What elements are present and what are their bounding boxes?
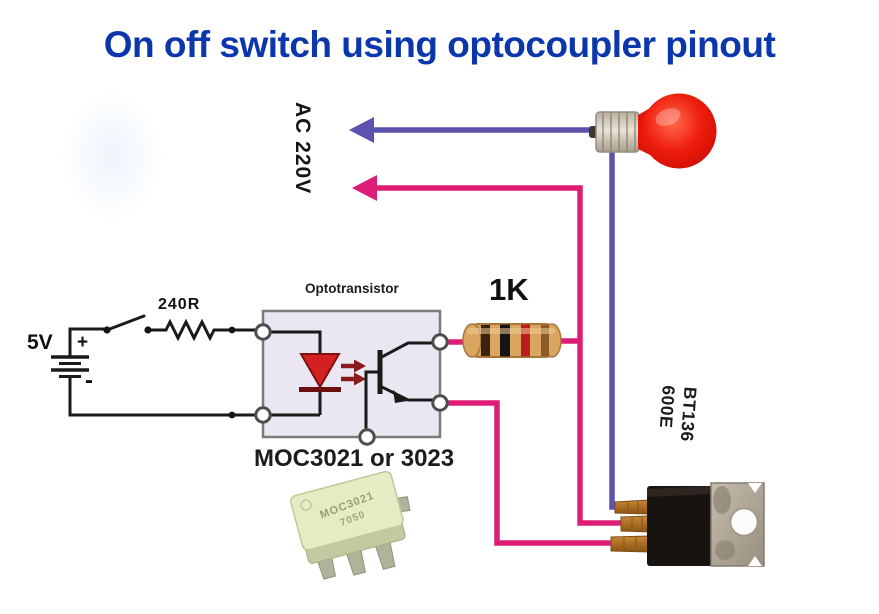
page-title: On off switch using optocoupler pinout xyxy=(103,24,776,65)
phototransistor-symbol xyxy=(364,341,434,430)
triac-bt136 xyxy=(610,482,765,567)
optocoupler-chip-photo: MOC3021 7050 xyxy=(290,470,411,580)
background-smudge xyxy=(62,90,162,220)
optocoupler-box xyxy=(261,309,442,439)
battery-symbol xyxy=(51,355,89,378)
optotransistor-label: Optotransistor xyxy=(305,281,399,296)
supply-voltage-label: 5V xyxy=(27,331,53,354)
triac-label: BT136 600E xyxy=(653,385,701,443)
load-wire-arrowhead xyxy=(352,175,377,201)
triac-label-line1: BT136 xyxy=(676,386,701,443)
switch-contacts xyxy=(103,326,236,419)
ac-source-label: AC 220V xyxy=(291,102,315,195)
optocoupler-terminals xyxy=(254,323,449,446)
control-wiring xyxy=(68,314,259,417)
battery-plus-label: + xyxy=(77,332,89,353)
input-resistor-label: 240R xyxy=(158,296,201,313)
gate-resistor-1k xyxy=(462,323,562,358)
live-wire-arrowhead xyxy=(349,117,374,143)
battery-minus-label: - xyxy=(85,367,93,394)
optocoupler-part-label: MOC3021 or 3023 xyxy=(254,445,455,472)
gate-resistor-label: 1K xyxy=(489,272,529,307)
light-emission-arrows xyxy=(341,359,366,386)
light-bulb xyxy=(589,93,717,169)
led-symbol xyxy=(270,330,341,417)
